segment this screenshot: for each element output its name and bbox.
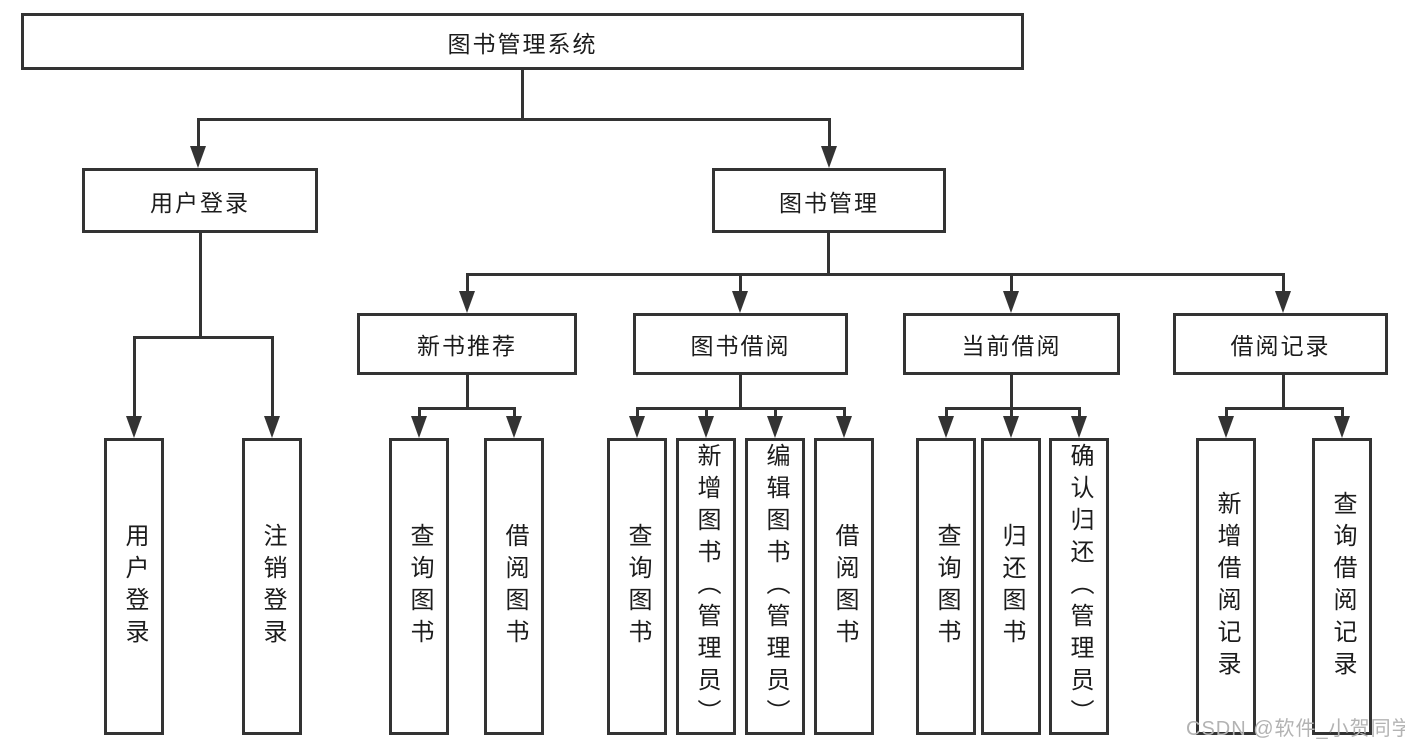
arrowhead-leaf-logout <box>264 416 280 438</box>
connector-stem <box>1078 407 1081 417</box>
arrowhead-newbook <box>459 291 475 313</box>
arrowhead <box>629 416 645 438</box>
arrowhead <box>506 416 522 438</box>
leaf-borrow-query-book: 查询图书 <box>607 438 667 735</box>
node-label: 查询图书 <box>406 522 433 651</box>
connector-stem <box>945 407 948 417</box>
arrowhead-current <box>1003 291 1019 313</box>
connector-stem <box>843 407 846 417</box>
connector-newbook-stub <box>466 375 469 407</box>
connector-stem <box>705 407 708 417</box>
node-current-borrow: 当前借阅 <box>903 313 1120 375</box>
arrowhead-records <box>1275 291 1291 313</box>
connector-stem <box>418 407 421 417</box>
leaf-query-borrow-record: 查询借阅记录 <box>1312 438 1372 735</box>
connector-login-stub <box>199 233 202 336</box>
arrowhead <box>938 416 954 438</box>
arrowhead <box>1071 416 1087 438</box>
connector-borrow-stub <box>739 375 742 407</box>
csdn-watermark: CSDN @软件_小贺同学 <box>1186 718 1405 740</box>
arrowhead-user-login <box>190 146 206 168</box>
node-label: 注销登录 <box>259 522 286 651</box>
node-label: 归还图书 <box>998 522 1025 651</box>
arrowhead-book-mgmt <box>821 146 837 168</box>
node-label: 图书借阅 <box>690 333 791 359</box>
arrowhead <box>1218 416 1234 438</box>
leaf-edit-book-admin: 编辑图书（管理员） <box>745 438 805 735</box>
node-label: 新书推荐 <box>417 333 517 359</box>
leaf-add-borrow-record: 新增借阅记录 <box>1196 438 1256 735</box>
leaf-current-query-book: 查询图书 <box>916 438 976 735</box>
connector-stem <box>513 407 516 417</box>
node-label: 借阅记录 <box>1230 333 1331 359</box>
connector-leaf-login-stem <box>133 336 136 416</box>
connector-newbook-rail <box>418 407 516 410</box>
node-book-mgmt-group: 图书管理 <box>712 168 946 233</box>
arrowhead <box>1003 416 1019 438</box>
connector-login-rail <box>133 336 274 339</box>
node-label: 图书管理系统 <box>447 30 598 57</box>
arrowhead <box>767 416 783 438</box>
node-borrow-records: 借阅记录 <box>1173 313 1388 375</box>
node-label: 查询图书 <box>933 522 960 651</box>
arrowhead <box>1334 416 1350 438</box>
node-label: 确认归还（管理员） <box>1066 442 1093 731</box>
connector-borrow-stem <box>739 273 742 292</box>
connector-current-stub <box>1010 375 1013 407</box>
leaf-confirm-return-admin: 确认归还（管理员） <box>1049 438 1109 735</box>
connector-book-mgmt-stem <box>828 118 831 148</box>
connector-user-login-stem <box>197 118 200 148</box>
arrowhead <box>411 416 427 438</box>
node-label: 用户登录 <box>150 189 250 216</box>
node-label: 借阅图书 <box>501 522 528 651</box>
node-label: 编辑图书（管理员） <box>762 442 789 731</box>
connector-leaf-logout-stem <box>271 336 274 416</box>
leaf-user-login: 用户登录 <box>104 438 164 735</box>
arrowhead-borrow <box>732 291 748 313</box>
node-label: 新增借阅记录 <box>1213 490 1240 683</box>
connector-current-rail <box>945 407 1081 410</box>
node-root-library-system: 图书管理系统 <box>21 13 1024 70</box>
leaf-rec-query-book: 查询图书 <box>389 438 449 735</box>
arrowhead <box>836 416 852 438</box>
connector-records-rail <box>1225 407 1344 410</box>
connector-stem <box>1010 407 1013 417</box>
arrowhead-leaf-login <box>126 416 142 438</box>
leaf-logout: 注销登录 <box>242 438 302 735</box>
connector-mgmt-stub <box>827 233 830 273</box>
connector-borrow-rail <box>636 407 846 410</box>
node-book-borrow: 图书借阅 <box>633 313 848 375</box>
node-label: 当前借阅 <box>961 333 1062 359</box>
leaf-rec-borrow-book: 借阅图书 <box>484 438 544 735</box>
connector-stem <box>1341 407 1344 417</box>
connector-records-stub <box>1282 375 1285 407</box>
connector-stem <box>636 407 639 417</box>
node-label: 借阅图书 <box>831 522 858 651</box>
connector-newbook-stem <box>466 273 469 292</box>
connector-current-stem <box>1010 273 1013 292</box>
node-label: 新增图书（管理员） <box>693 442 720 731</box>
connector-stem <box>1225 407 1228 417</box>
node-label: 查询借阅记录 <box>1329 490 1356 683</box>
leaf-borrow-book: 借阅图书 <box>814 438 874 735</box>
connector-level1-rail <box>197 118 831 121</box>
node-user-login-group: 用户登录 <box>82 168 318 233</box>
leaf-add-book-admin: 新增图书（管理员） <box>676 438 736 735</box>
leaf-return-book: 归还图书 <box>981 438 1041 735</box>
node-label: 查询图书 <box>624 522 651 651</box>
connector-stem <box>774 407 777 417</box>
node-new-book-rec: 新书推荐 <box>357 313 577 375</box>
connector-level2-rail <box>466 273 1285 276</box>
connector-records-stem <box>1282 273 1285 292</box>
connector-root-stub <box>521 69 524 118</box>
node-label: 图书管理 <box>779 189 879 216</box>
node-label: 用户登录 <box>121 522 148 651</box>
arrowhead <box>698 416 714 438</box>
